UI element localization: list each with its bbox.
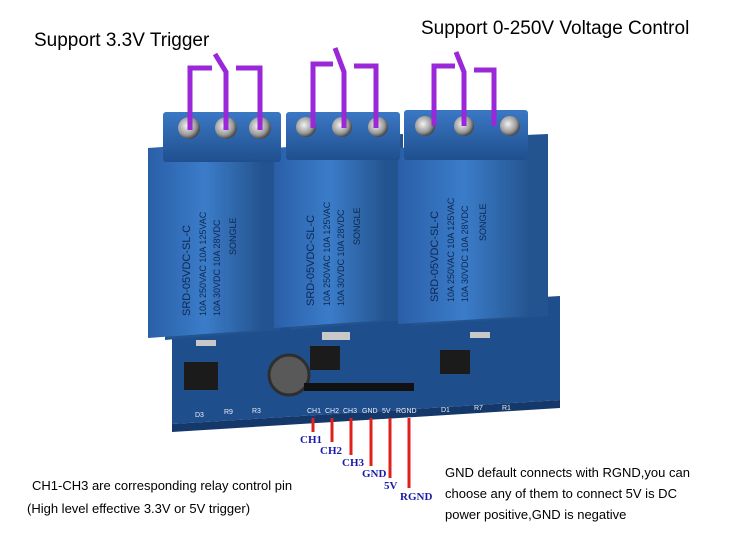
screw-terminal-1 [163,112,281,162]
svg-text:SONGLE: SONGLE [228,217,238,255]
relay-2-model: SRD-05VDC-SL-C [305,215,317,306]
svg-text:10A 30VDC 10A 28VDC: 10A 30VDC 10A 28VDC [212,219,222,316]
relay-3-model: SRD-05VDC-SL-C [429,211,441,302]
switch-symbol-2 [310,47,379,128]
silk-ch3: CH3 [343,408,357,415]
board-silkscreen: CH1 CH2 CH3 GND 5V RGND D3 R9 R3 D1 R7 R… [195,405,511,419]
switch-symbol-3 [431,51,497,126]
silk-5v: 5V [382,408,391,415]
svg-text:SONGLE: SONGLE [478,203,488,241]
headline-trigger: Support 3.3V Trigger [34,30,210,51]
svg-text:10A 30VDC 10A 28VDC: 10A 30VDC 10A 28VDC [460,205,470,302]
svg-text:10A 250VAC 10A 125VAC: 10A 250VAC 10A 125VAC [322,201,332,306]
relay-2: SRD-05VDC-SL-C 10A 250VAC 10A 125VAC 10A… [274,134,403,330]
headline-voltage-control: Support 0-250V Voltage Control [421,18,690,39]
svg-text:10A 250VAC 10A 125VAC: 10A 250VAC 10A 125VAC [446,197,456,302]
relay-3: SRD-05VDC-SL-C 10A 250VAC 10A 125VAC 10A… [398,134,548,326]
silk-r3: R3 [252,408,261,415]
silk-ch1: CH1 [307,408,321,415]
silk-d3: D3 [195,412,204,419]
callout-ch3: CH3 [342,457,364,469]
switch-symbol-1 [187,52,263,130]
svg-text:SONGLE: SONGLE [352,207,362,245]
svg-text:10A 250VAC 10A 125VAC: 10A 250VAC 10A 125VAC [198,211,208,316]
svg-text:10A 30VDC 10A 28VDC: 10A 30VDC 10A 28VDC [336,209,346,306]
board-components [184,332,490,397]
silk-r9: R9 [224,409,233,416]
silk-gnd: GND [362,408,378,415]
silk-r7: R7 [474,405,483,412]
silk-r1: R1 [502,405,511,412]
silk-rgnd: RGND [396,408,417,415]
callout-ch1: CH1 [300,434,322,446]
callout-5v: 5V [384,480,398,492]
note-left-line2: (High level effective 3.3V or 5V trigger… [27,501,251,516]
header-pins [304,383,414,391]
relay-1: SRD-05VDC-SL-C 10A 250VAC 10A 125VAC 10A… [148,134,281,340]
callout-rgnd: RGND [400,491,433,503]
relay-1-model: SRD-05VDC-SL-C [181,225,193,316]
callout-gnd: GND [362,468,387,480]
silk-d1: D1 [441,407,450,414]
pin-callout-wires [311,418,411,488]
note-right-line3: power positive,GND is negative [445,507,627,522]
silk-ch2: CH2 [325,408,339,415]
note-right-line2: choose any of them to connect 5V is DC [445,486,677,501]
note-right-line1: GND default connects with RGND,you can [445,465,690,480]
note-left-line1: CH1-CH3 are corresponding relay control … [32,478,293,493]
callout-ch2: CH2 [320,445,342,457]
